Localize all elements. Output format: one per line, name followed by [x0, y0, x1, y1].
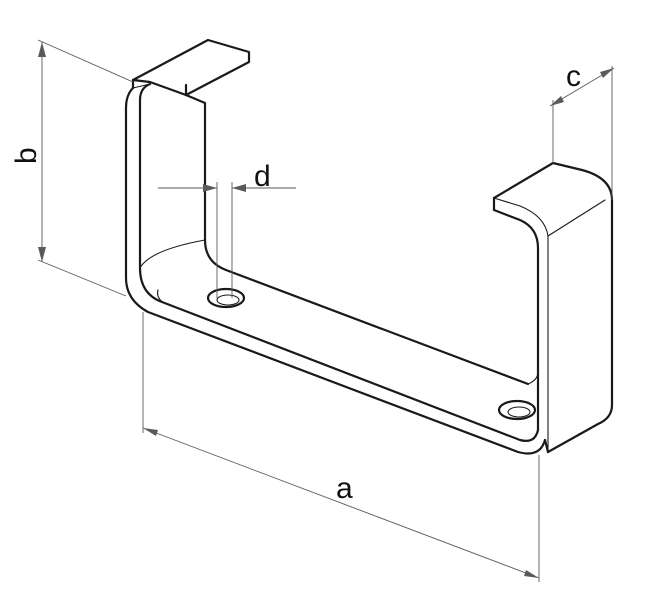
left-tab [131, 38, 251, 97]
left-wall-inner [138, 82, 540, 442]
dimension-a: a [142, 312, 540, 582]
dimension-b: b [10, 39, 134, 297]
dimension-label-c: c [566, 60, 581, 93]
dimension-label-b: b [10, 147, 43, 164]
hole-right [497, 399, 537, 421]
dimension-label-a: a [336, 472, 353, 505]
mounting-holes [206, 287, 537, 421]
hole-left [206, 287, 246, 309]
dimension-d: d [158, 160, 296, 298]
dimension-label-d: d [254, 160, 271, 193]
bracket-body [124, 38, 614, 455]
left-wall-outer [124, 86, 547, 455]
dimension-c: c [549, 60, 615, 200]
